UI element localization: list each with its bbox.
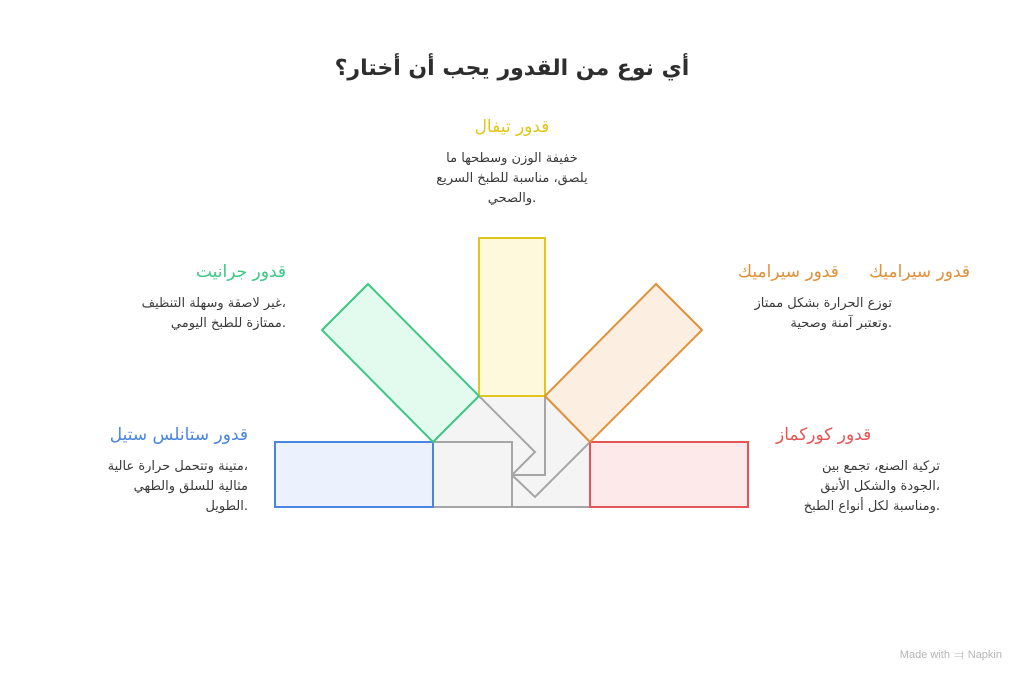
desc-line: خفيفة الوزن وسطحها ما: [446, 151, 578, 166]
ceramic-bar: [543, 282, 704, 444]
granite-label: قدور جرانيت ،غير لاصقة وسهلة التنظيف .مم…: [60, 260, 286, 334]
page-title: أي نوع من القدور يجب أن أختار؟: [334, 56, 690, 81]
desc-line: .ومناسبة لكل أنواع الطبخ: [803, 499, 940, 514]
desc-line: ،غير لاصقة وسهلة التنظيف: [141, 296, 286, 311]
ceramic-label: قدور سيراميك: [730, 260, 970, 294]
desc-line: توزع الحرارة بشكل ممتاز: [754, 296, 892, 311]
ceramic-heading-pos: قدور سيراميك: [738, 260, 839, 284]
ceramic-heading-text: قدور سيراميك: [738, 262, 839, 282]
granite-heading: قدور جرانيت: [195, 262, 286, 282]
korkmaz-heading-pos: قدور كوركماز: [776, 423, 871, 447]
desc-line: .وتعتبر آمنة وصحية: [790, 316, 892, 331]
made-with-text: Made with: [899, 649, 950, 661]
stainless-description: ،متينة وتتحمل حرارة عالية مثالية للسلق و…: [40, 457, 248, 517]
desc-line: مثالية للسلق والطهي: [133, 479, 248, 494]
ceramic-heading: قدور سيراميك: [869, 262, 970, 282]
stainless-bar: [274, 441, 434, 508]
teflon-heading: قدور تيفال: [474, 117, 550, 137]
desc-line: .والصحي: [487, 191, 537, 206]
napkin-logo-icon: ⫤: [953, 647, 964, 662]
napkin-brand-text: Napkin: [967, 649, 1002, 661]
stainless-label: قدور ستانلس ستيل ،متينة وتتحمل حرارة عال…: [40, 423, 248, 517]
teflon-label: قدور تيفال خفيفة الوزن وسطحها ما يلصق، م…: [390, 115, 634, 209]
hub-line-yellow: [512, 396, 546, 476]
made-with-napkin: Made with ⫤ Napkin: [900, 647, 1002, 663]
granite-description: ،غير لاصقة وسهلة التنظيف .ممتازة للطبخ ا…: [60, 294, 286, 334]
desc-line: ،الجودة والشكل الأنيق: [820, 479, 940, 494]
teflon-description: خفيفة الوزن وسطحها ما يلصق، مناسبة للطبخ…: [390, 149, 634, 209]
hub-line-blue: [433, 441, 513, 507]
ceramic-desc-block: توزع الحرارة بشكل ممتاز .وتعتبر آمنة وصح…: [730, 294, 892, 334]
stainless-heading: قدور ستانلس ستيل: [109, 425, 248, 445]
desc-line: .الطويل: [205, 499, 248, 514]
korkmaz-bar: [589, 441, 749, 508]
desc-line: يلصق، مناسبة للطبخ السريع: [436, 171, 588, 186]
desc-line: تركية الصنع، تجمع بين: [821, 459, 940, 474]
korkmaz-heading: قدور كوركماز: [776, 425, 872, 445]
hub-line-green: [478, 395, 537, 476]
korkmaz-description: تركية الصنع، تجمع بين ،الجودة والشكل الأ…: [770, 457, 940, 517]
hub-line-orange: [511, 441, 591, 499]
ceramic-block: قدور سيراميك: [869, 260, 970, 284]
granite-bar: [320, 282, 481, 444]
desc-line: ،متينة وتتحمل حرارة عالية: [107, 459, 248, 474]
desc-line: .ممتازة للطبخ اليومي: [170, 316, 286, 331]
teflon-bar: [478, 237, 546, 397]
